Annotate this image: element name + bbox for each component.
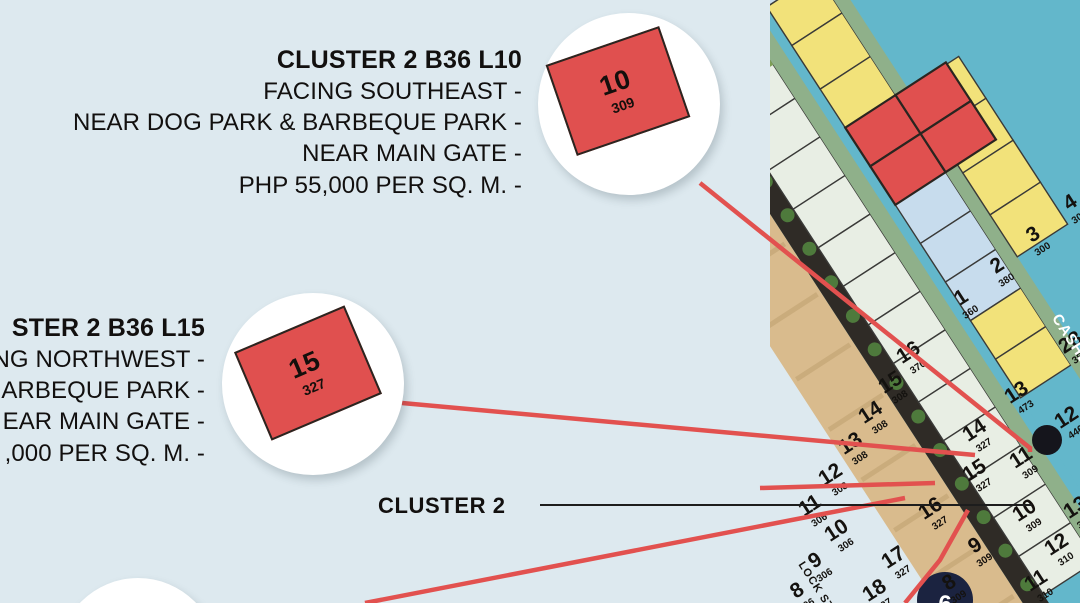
callout-text-lot15: STER 2 B36 L15 NG NORTHWEST - ARBEQUE PA…	[0, 312, 205, 469]
callout-line: ,000 PER SQ. M. -	[4, 439, 205, 467]
cluster-label: CLUSTER 2	[378, 493, 506, 518]
callout-line: ARBEQUE PARK -	[1, 377, 205, 405]
subdivision-map[interactable]: 6 4 300 3 300 2 380 1 360	[770, 0, 1080, 603]
callout-bubble-partial[interactable]	[58, 578, 218, 603]
callout-line: NEAR MAIN GATE -	[302, 140, 522, 168]
callout-line: EAR MAIN GATE -	[2, 408, 205, 436]
callout-line: PHP 55,000 PER SQ. M. -	[238, 171, 522, 199]
callout-bubble-lot15[interactable]: 15 327	[222, 293, 404, 475]
map-marker-6-label: 6	[938, 591, 951, 603]
map-graphic: 6	[770, 0, 1080, 603]
callout-bubble-lot10[interactable]: 10 309	[538, 13, 720, 195]
callout-title-lot15: STER 2 B36 L15	[11, 314, 205, 342]
callout-line: NG NORTHWEST -	[0, 346, 205, 373]
callout-text-lot10: CLUSTER 2 B36 L10 FACING SOUTHEAST - NEA…	[0, 44, 522, 201]
callout-line: NEAR DOG PARK & BARBEQUE PARK -	[73, 109, 522, 137]
callout-line: FACING SOUTHEAST -	[263, 78, 522, 105]
callout-title-lot10: CLUSTER 2 B36 L10	[276, 46, 522, 74]
lot-chip-15[interactable]: 15 327	[234, 305, 382, 441]
map-node-dot[interactable]	[1032, 425, 1062, 455]
cluster-leader-line	[540, 504, 1032, 506]
lot-chip-10[interactable]: 10 309	[545, 26, 691, 156]
